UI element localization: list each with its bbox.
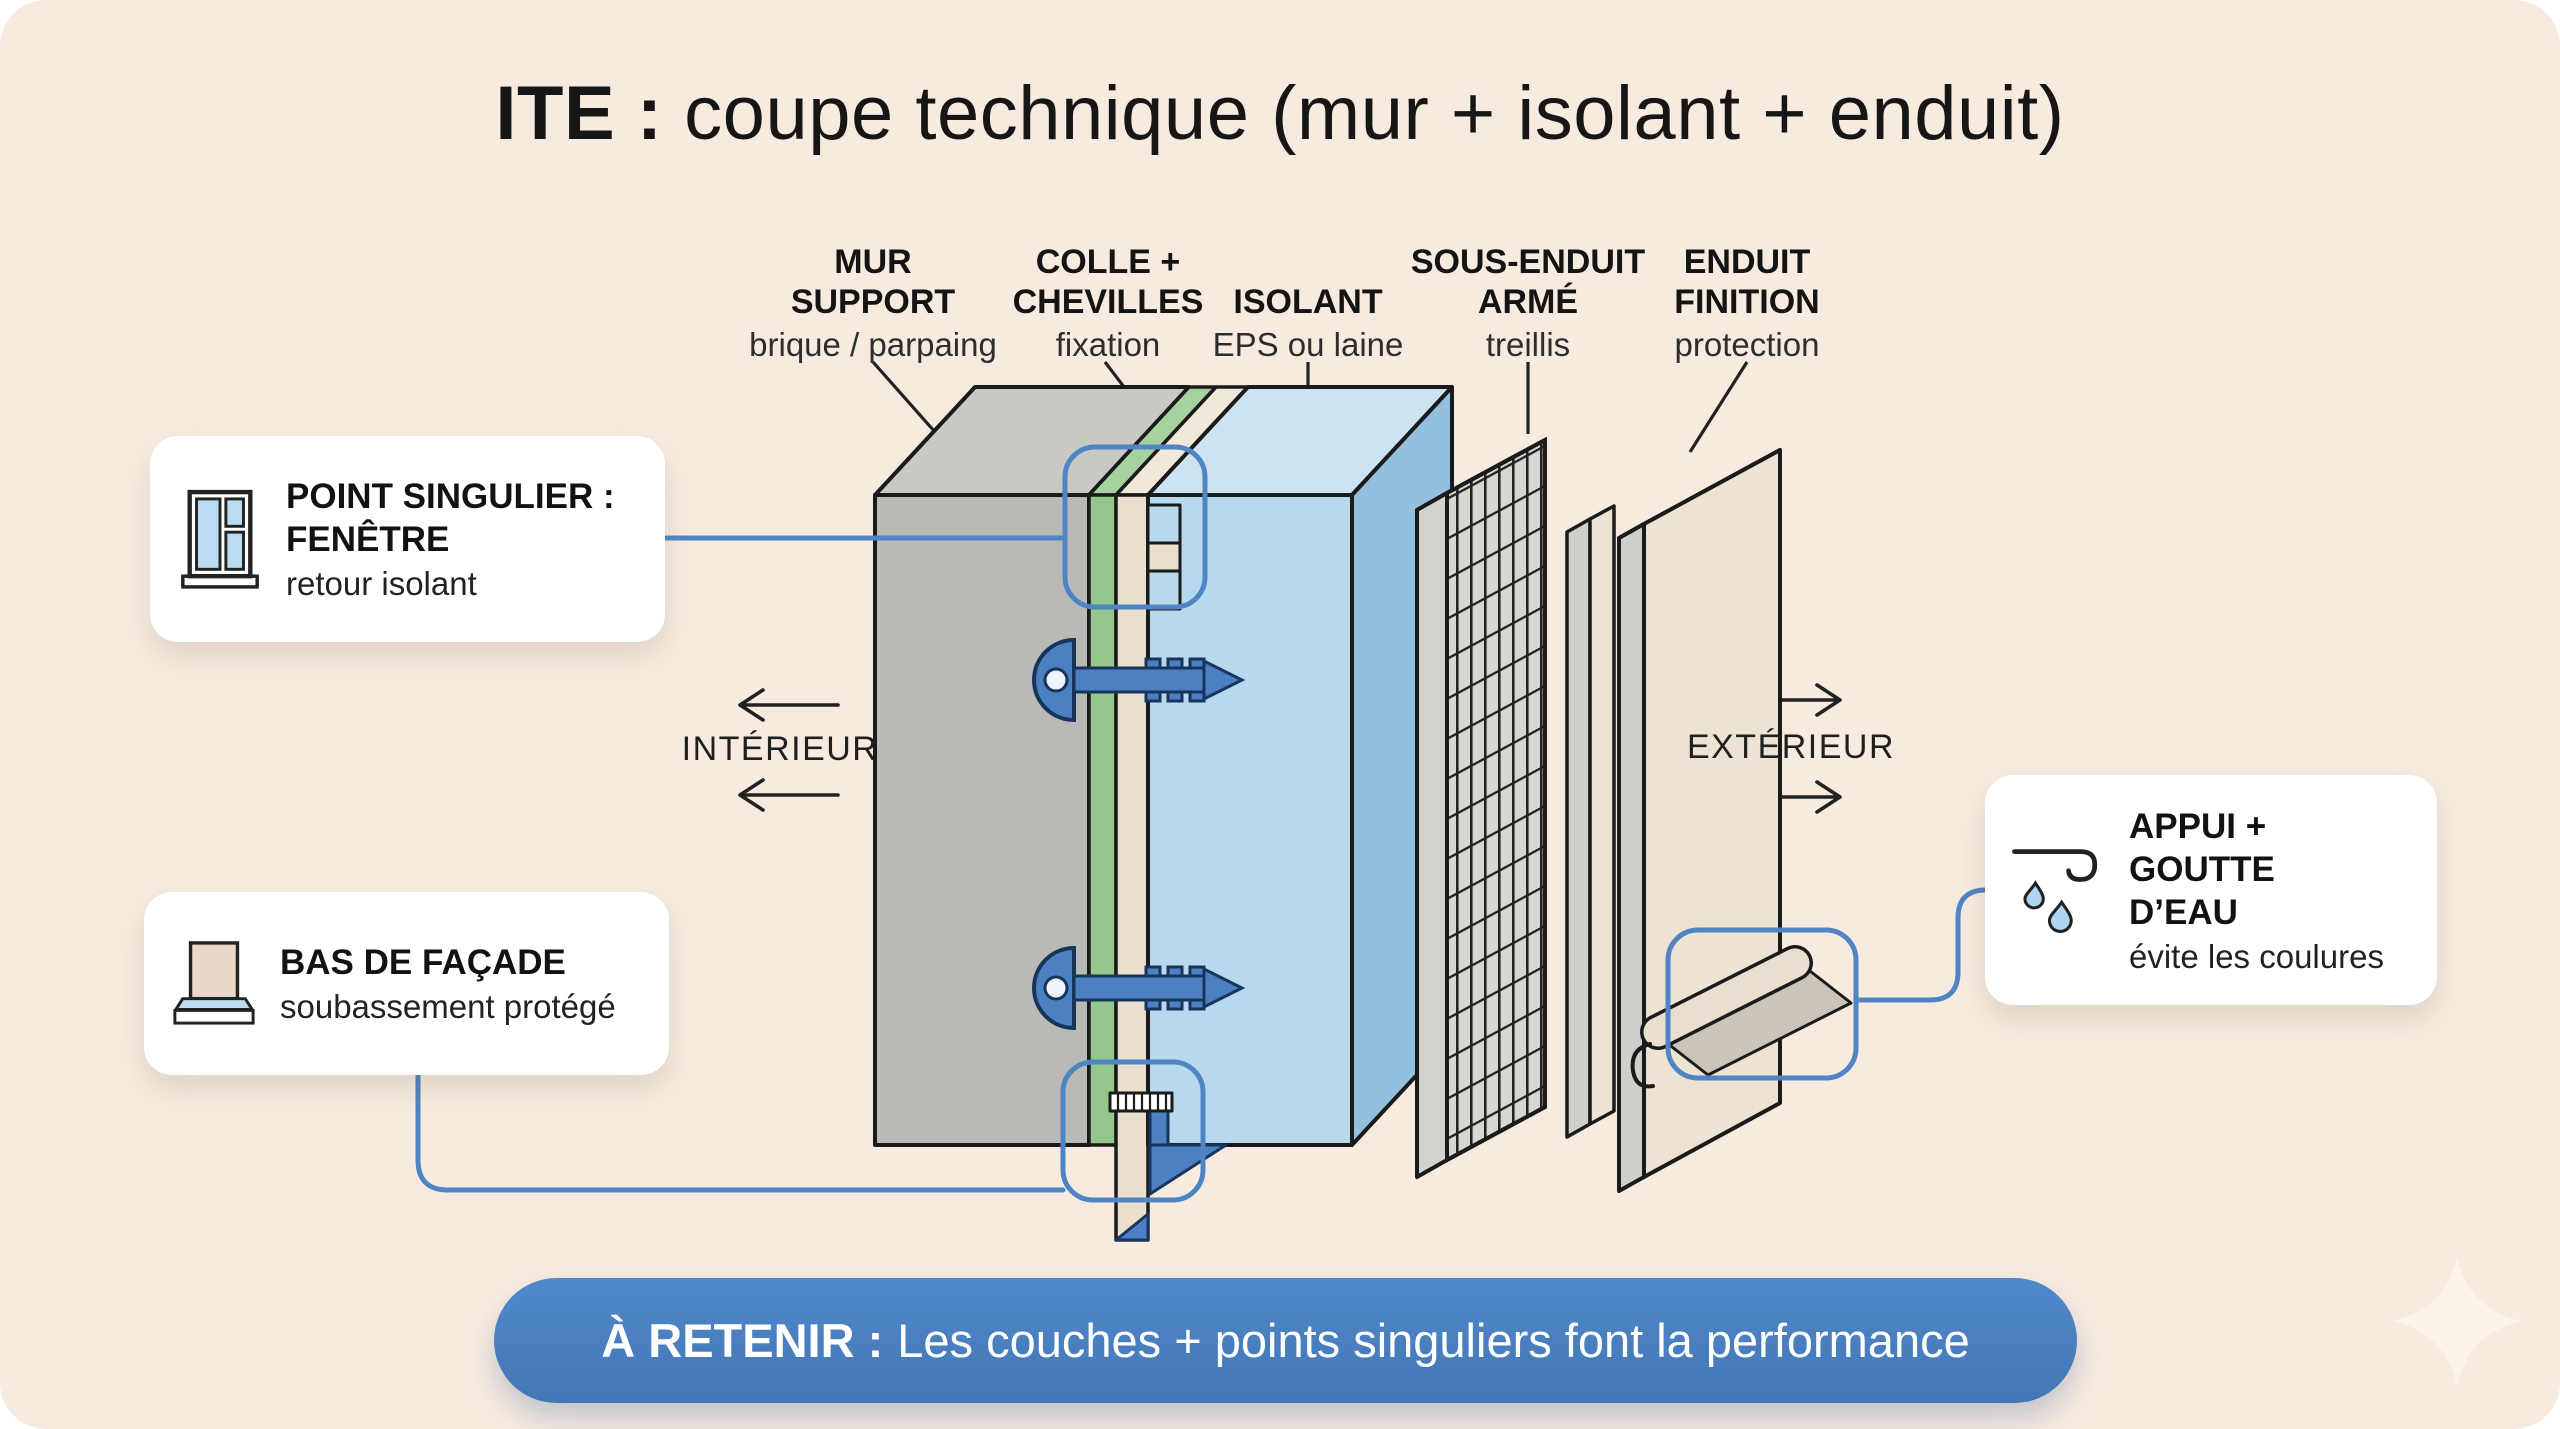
wall-support-layer [873, 385, 1191, 1147]
sparkle-icon [2393, 1258, 2521, 1386]
label-colle-chevilles: COLLE + CHEVILLES fixation [1012, 243, 1204, 363]
callout-base-sub: soubassement protégé [280, 988, 616, 1025]
mesh-grid [1447, 440, 1545, 1160]
window-return-detail [1146, 503, 1182, 611]
window-sill-drip-detail [1630, 945, 1853, 1089]
callout-sill-sub: évite les coulures [2129, 937, 2384, 975]
callout-window: POINT SINGULIER : FENÊTRE retour isolant [150, 436, 665, 642]
title-prefix: ITE : [495, 71, 663, 156]
title-rest: coupe technique (mur + isolant + enduit) [662, 71, 2065, 156]
sill-detail-frame [1665, 927, 1859, 1081]
insulation-layer [1146, 385, 1454, 1147]
callout-window-title: POINT SINGULIER : FENÊTRE [286, 477, 615, 559]
base-detail-frame [1060, 1059, 1206, 1203]
sill-leader-line [1853, 887, 1995, 1003]
intermediate-panel [1565, 504, 1616, 1139]
callout-sill: APPUI + GOUTTE D’EAU évite les coulures [1985, 775, 2437, 1005]
interior-label: INTÉRIEUR [681, 730, 879, 768]
mesh-outline [1445, 436, 1547, 1164]
label-isolant: ISOLANT EPS ou laine [1212, 283, 1404, 363]
callout-base: BAS DE FAÇADE soubassement protégé [144, 892, 669, 1075]
callout-leader-lines [415, 535, 1995, 1193]
key-takeaway-banner: À RETENIR : Les couches + points singuli… [494, 1278, 2077, 1403]
callout-window-sub: retour isolant [286, 565, 477, 602]
drip-edge-icon [2012, 849, 2098, 933]
label-sous-enduit: SOUS-ENDUIT ARMÉ treillis [1410, 243, 1646, 363]
window-icon [181, 489, 259, 589]
label-mur-support: MUR SUPPORT brique / parpaing [749, 243, 997, 363]
label-enduit-finition: ENDUIT FINITION protection [1674, 243, 1820, 363]
facade-base-icon [173, 940, 255, 1025]
callout-base-title: BAS DE FAÇADE [280, 943, 566, 982]
interior-arrow-icons [738, 688, 840, 812]
window-detail-frame [1062, 444, 1208, 610]
banner-rest: Les couches + points singuliers font la … [897, 1314, 1970, 1367]
exterior-label: EXTÉRIEUR [1686, 728, 1896, 766]
detail-highlight-frames [1060, 444, 1859, 1203]
callout-sill-title: APPUI + GOUTTE D’EAU [2129, 806, 2275, 932]
base-leader-line [415, 1069, 1066, 1193]
banner-prefix: À RETENIR : [601, 1314, 884, 1367]
page-title: ITE : coupe technique (mur + isolant + e… [0, 70, 2560, 157]
base-starter-track-detail [1108, 1091, 1228, 1242]
exterior-arrow-icons [1740, 683, 1842, 814]
